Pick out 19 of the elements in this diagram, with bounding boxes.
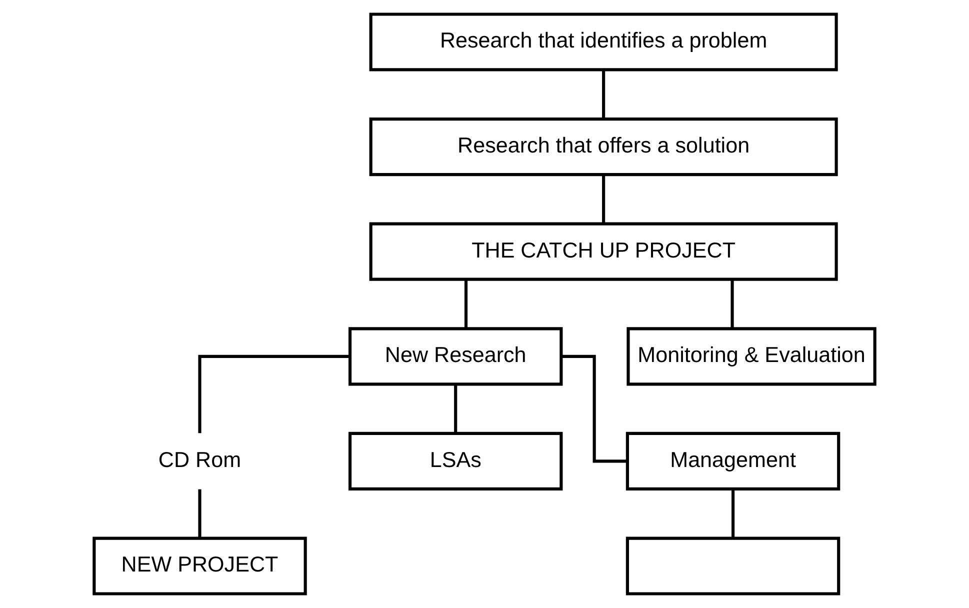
connector — [732, 489, 735, 538]
node-box: Monitoring & Evaluation — [626, 327, 876, 386]
node-box — [626, 536, 840, 596]
connector — [730, 280, 734, 328]
node-box: NEW PROJECT — [92, 536, 307, 596]
node-box: THE CATCH UP PROJECT — [369, 222, 838, 281]
connector — [198, 489, 202, 538]
connector — [602, 70, 606, 119]
node-box: Management — [626, 432, 840, 490]
node-box: New Research — [348, 327, 563, 386]
connector — [198, 354, 350, 434]
connector — [561, 354, 628, 463]
connector — [602, 174, 606, 224]
node-box: LSAs — [348, 432, 563, 490]
node-text: CD Rom — [158, 446, 242, 472]
connector — [454, 384, 458, 434]
node-box: Research that identifies a problem — [369, 12, 838, 72]
node-box: Research that offers a solution — [369, 118, 838, 176]
connector — [464, 280, 468, 328]
